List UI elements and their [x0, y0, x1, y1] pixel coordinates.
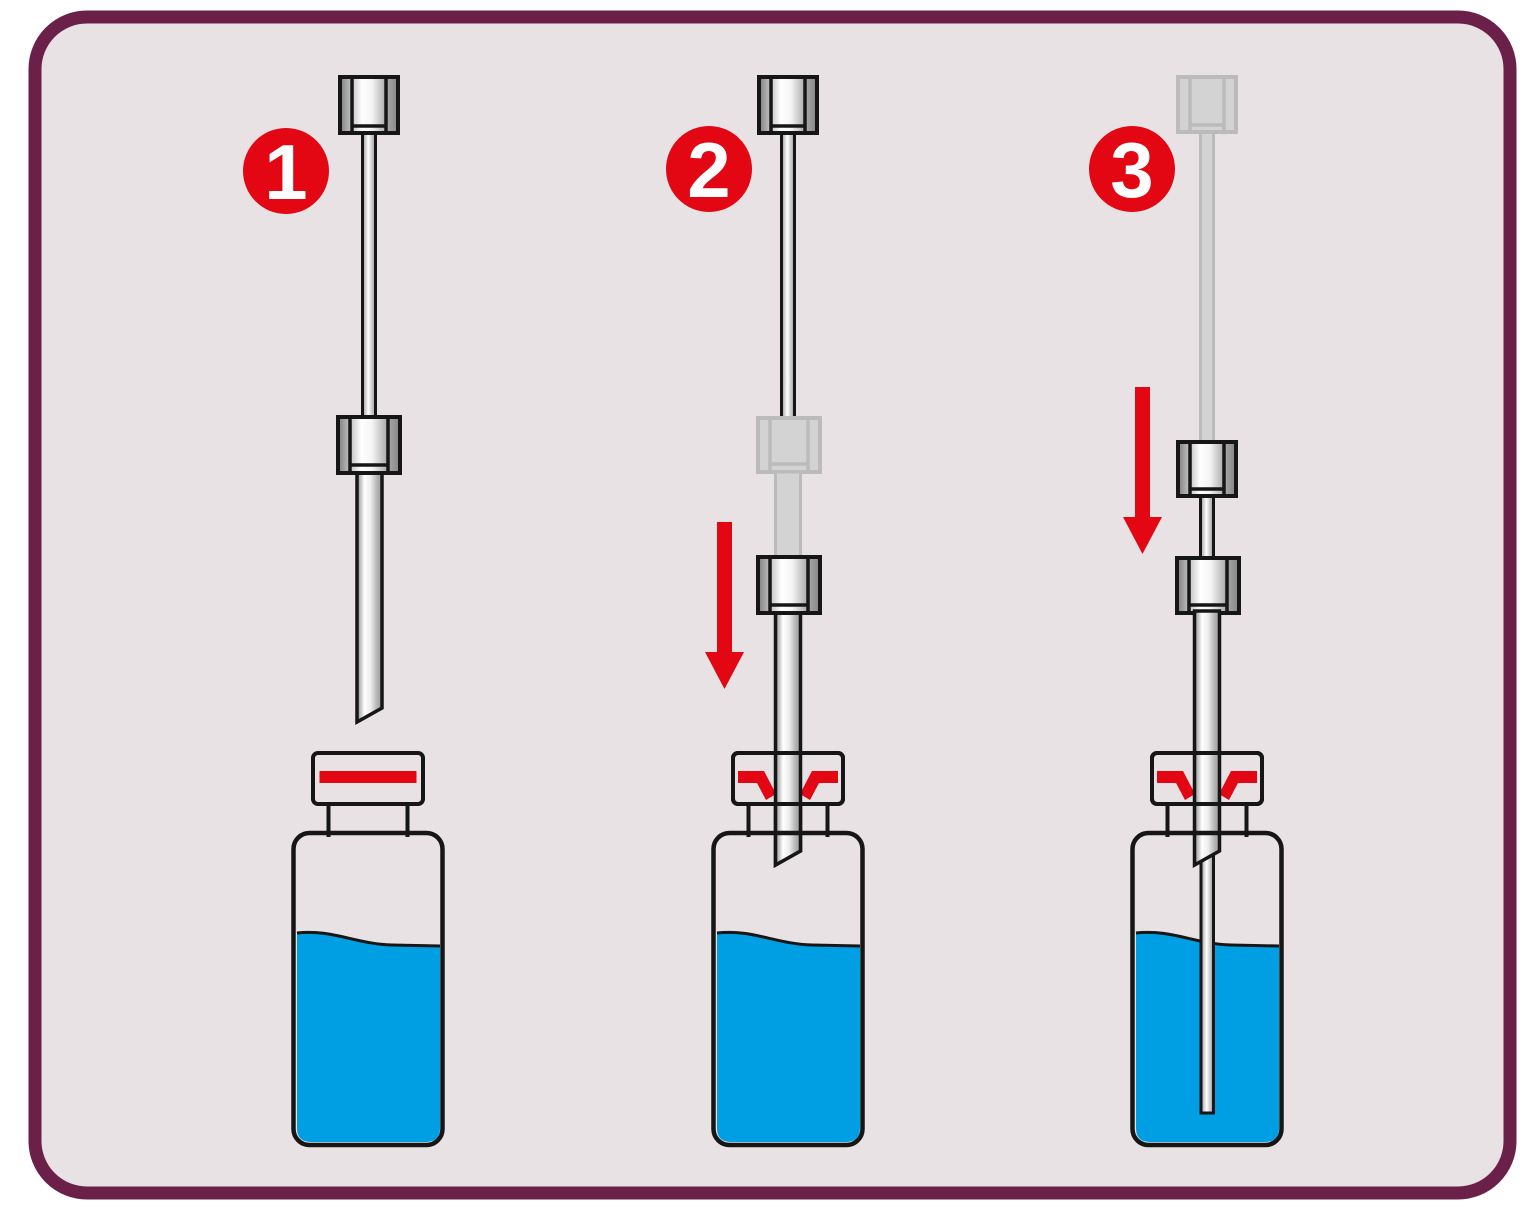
ghost-needle-hub: [756, 416, 822, 474]
vial-liquid: [717, 932, 860, 1142]
ghost-plunger-cap: [1176, 75, 1238, 134]
needle: [1192, 609, 1222, 868]
step-2-vial: [711, 751, 865, 1148]
plunger-cap: [757, 75, 819, 135]
step-1-panel: 1: [243, 75, 445, 1148]
septum-flap-right: [1219, 771, 1257, 800]
plunger-cap: [338, 75, 400, 135]
plunger-rod: [1199, 492, 1215, 562]
step-3-needle-assembly: [1175, 75, 1241, 615]
step-1-needle-assembly: [336, 75, 402, 725]
septum-band: [319, 771, 417, 783]
plunger-rod: [361, 129, 377, 421]
step-3-vial: [1130, 609, 1284, 1148]
step-3-down-arrow-icon: [1123, 387, 1162, 554]
step-badge-circle: [666, 126, 752, 212]
step-3-badge: 3: [1089, 126, 1175, 214]
step-number: 3: [1110, 126, 1153, 214]
septum-flap-right: [800, 771, 838, 800]
needle: [355, 469, 384, 725]
step-1-vial: [291, 751, 445, 1148]
needle-hub: [1175, 556, 1241, 615]
step-number: 2: [687, 126, 730, 214]
ghost-plunger-rod: [1199, 128, 1215, 446]
liquid-surface: [1135, 930, 1280, 948]
vial-body: [291, 830, 445, 1148]
vial-cap-outline: [731, 751, 845, 806]
vial-body: [1130, 830, 1284, 1148]
vial-liquid: [297, 932, 440, 1142]
step-3-panel: 3: [1089, 75, 1284, 1148]
septum-flap-left: [1157, 771, 1195, 800]
step-number: 1: [264, 128, 307, 216]
vial-cap-outline: [1150, 751, 1264, 806]
step-2-down-arrow-icon: [705, 522, 744, 689]
step-1-badge: 1: [243, 128, 329, 216]
ghost-needle: [774, 470, 802, 559]
needle-hub: [756, 555, 822, 615]
liquid-surface: [716, 930, 861, 948]
step-badge-circle: [1089, 126, 1175, 212]
plunger-cap: [1176, 440, 1238, 498]
needle-hub: [336, 415, 402, 475]
liquid-surface: [296, 930, 441, 948]
step-badge-circle: [243, 128, 329, 214]
septum-flap-left: [738, 771, 776, 800]
vial-body: [711, 830, 865, 1148]
step-2-panel: 2: [666, 75, 865, 1148]
inner-needle-in-liquid: [1199, 854, 1215, 1115]
needle-through-septum: [773, 751, 803, 868]
step-2-badge: 2: [666, 126, 752, 214]
